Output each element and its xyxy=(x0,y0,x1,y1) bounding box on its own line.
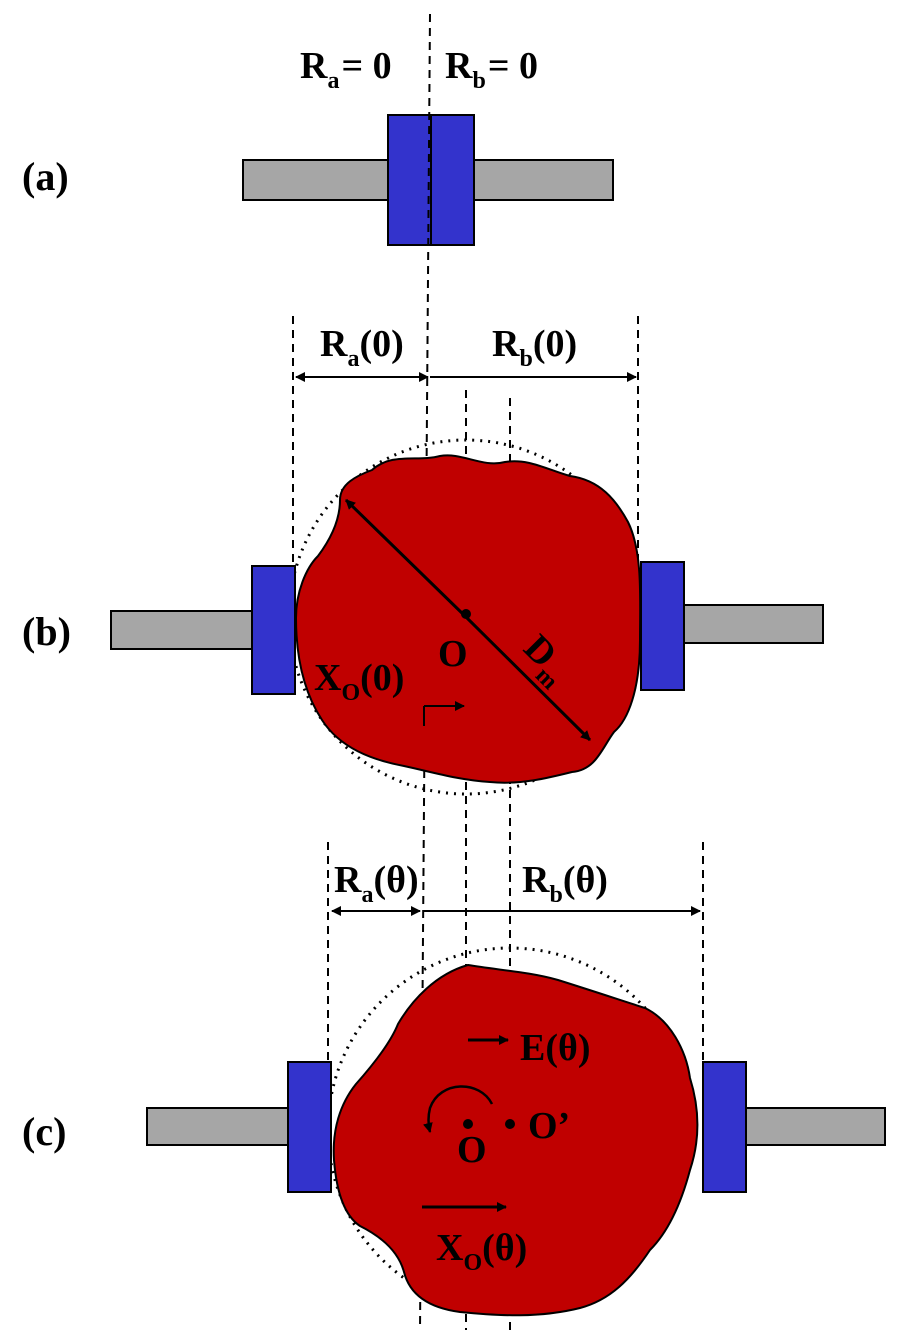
right-rod xyxy=(682,604,824,644)
panel-b: (b) Ra(0) Rb(0) XO(0) O Dm xyxy=(22,316,824,1330)
right-rod xyxy=(469,159,614,201)
panel-a-label: (a) xyxy=(22,154,69,199)
right-platen xyxy=(640,561,685,691)
left-platen xyxy=(387,114,432,246)
right-platen xyxy=(430,114,475,246)
rb-zero-label: Rb= 0 xyxy=(445,45,538,94)
center-o-prime-dot xyxy=(505,1119,515,1129)
ra-theta-label: Ra(θ) xyxy=(334,859,419,908)
center-o-dot xyxy=(463,1119,473,1129)
center-o-label: O xyxy=(457,1129,487,1171)
center-o-prime-label: O’ xyxy=(528,1105,570,1147)
left-platen xyxy=(287,1061,332,1193)
center-o-dot xyxy=(461,609,471,619)
right-rod xyxy=(744,1107,886,1146)
xo-zero-label: XO(0) xyxy=(314,657,404,706)
rotation-arc-arrow xyxy=(422,1085,494,1133)
dm-diameter-arrow xyxy=(464,615,592,742)
left-rod xyxy=(242,159,391,201)
dm-diameter-arrow-upper xyxy=(344,498,468,619)
e-theta-label: E(θ) xyxy=(520,1027,591,1069)
panel-a: (a) Ra= 0 Rb= 0 xyxy=(22,45,614,246)
xo-theta-label: XO(θ) xyxy=(436,1227,527,1276)
center-o-label: O xyxy=(438,633,468,675)
left-platen xyxy=(251,565,296,695)
panel-c: (c) Ra(θ) Rb(θ) E(θ) O O’ XO(θ) xyxy=(22,842,886,1317)
panel-c-label: (c) xyxy=(22,1109,66,1154)
rb-zero-label: Rb(0) xyxy=(492,323,577,372)
right-platen xyxy=(702,1061,747,1193)
rb-theta-label: Rb(θ) xyxy=(522,859,608,908)
left-rod xyxy=(146,1107,291,1146)
ra-zero-label: Ra(0) xyxy=(320,323,404,372)
panel-b-label: (b) xyxy=(22,609,71,654)
left-rod xyxy=(110,610,255,650)
ra-zero-label: Ra= 0 xyxy=(300,45,392,94)
particle-shape xyxy=(332,963,699,1317)
